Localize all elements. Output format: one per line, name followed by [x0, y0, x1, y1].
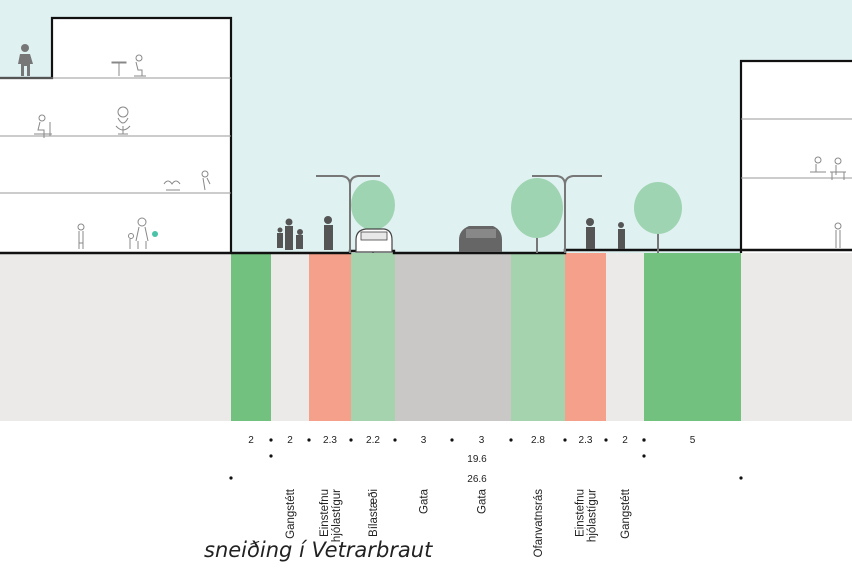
zone-width-bike-right: 2.3 — [579, 435, 593, 446]
zone-strip-green-right — [644, 253, 741, 421]
zone-label-stormwater: Ofanvatnsrás — [533, 489, 545, 558]
zone-width-parking: 2.2 — [366, 435, 380, 446]
boundary-dot — [307, 438, 311, 442]
zone-strip-bike-left — [309, 253, 351, 421]
tree-icon — [511, 178, 563, 253]
zone-label-bike-right: hjólastígur — [587, 489, 599, 542]
car-driving — [459, 226, 502, 252]
zone-width-road-1: 3 — [421, 435, 427, 446]
zone-strip-road-1 — [395, 253, 452, 421]
section-caption: sneiðing í Vetrarbraut — [204, 538, 433, 562]
zone-width-bike-left: 2.3 — [323, 435, 337, 446]
zone-label-bike-left: hjólastígur — [331, 489, 343, 542]
total-width-label: 26.6 — [467, 474, 487, 485]
zone-width-sidewalk-right: 2 — [622, 435, 628, 446]
boundary-dot — [642, 454, 646, 458]
zone-strips — [231, 253, 741, 421]
boundary-dot — [349, 438, 353, 442]
zone-strip-green-left — [231, 253, 271, 421]
boundary-dot — [563, 438, 567, 442]
boundary-dot — [509, 438, 513, 442]
person-silhouette — [18, 44, 33, 76]
street-width-label: 19.6 — [467, 454, 487, 465]
pedestrians-right — [586, 218, 625, 249]
person-sketch — [152, 231, 158, 237]
boundary-dot — [229, 476, 233, 480]
street-light-left — [316, 175, 380, 253]
boundary-dot — [450, 438, 454, 442]
boundary-dot — [269, 438, 273, 442]
tree-icon — [634, 182, 682, 253]
boundary-dot — [393, 438, 397, 442]
boundary-dot — [269, 454, 273, 458]
zone-width-sidewalk-left: 2 — [287, 435, 293, 446]
zone-label-parking: Bílastæði — [368, 489, 380, 537]
zone-label-sidewalk-right: Gangstétt — [620, 488, 632, 539]
zone-strip-stormwater — [511, 253, 565, 421]
zone-strip-sidewalk-right — [606, 253, 644, 421]
street-light-right — [532, 175, 602, 253]
car-parked — [355, 228, 393, 253]
zone-label-road-1: Gata — [419, 488, 431, 514]
boundary-dot — [739, 476, 743, 480]
boundary-dot — [604, 438, 608, 442]
zone-strip-bike-right — [565, 253, 606, 421]
dimension-labels: 2 2 2.3 2.2 3 3 2.8 2.3 2 5 — [229, 435, 743, 480]
zone-width-green-left: 2 — [248, 435, 254, 446]
zone-strip-sidewalk-left — [271, 253, 309, 421]
zone-label-bike-left: Einstefnu — [319, 489, 331, 537]
zone-width-road-2: 3 — [479, 435, 485, 446]
pedestrians-left — [277, 216, 333, 250]
left-building — [0, 16, 233, 253]
zone-label-road-2: Gata — [477, 488, 489, 514]
boundary-dot — [642, 438, 646, 442]
zone-strip-road-2 — [452, 253, 511, 421]
zone-width-green-right: 5 — [690, 435, 696, 446]
right-building — [739, 59, 852, 253]
person-sketch — [34, 54, 846, 249]
zone-width-stormwater: 2.8 — [531, 435, 545, 446]
zone-strip-parking — [351, 253, 395, 421]
page-bottom — [0, 421, 852, 587]
zone-label-sidewalk-left: Gangstétt — [285, 488, 297, 539]
zone-label-bike-right: Einstefnu — [575, 489, 587, 537]
